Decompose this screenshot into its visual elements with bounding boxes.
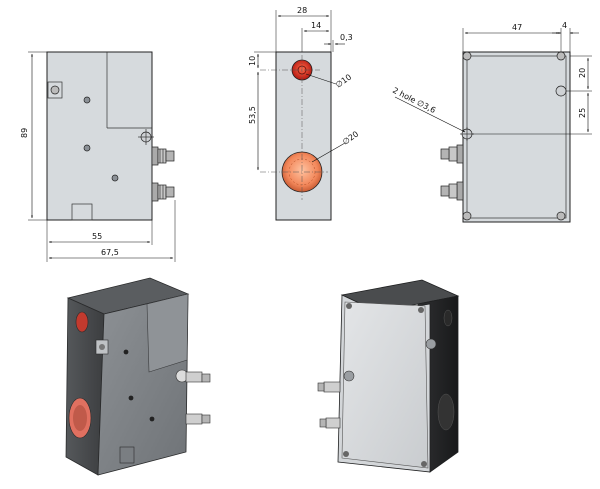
dim-20: 20: [578, 68, 587, 78]
dim-28: 28: [297, 6, 307, 15]
dim-67-5: 67,5: [101, 248, 119, 257]
hole-icon: [83, 96, 91, 104]
hole-icon: [111, 174, 119, 182]
screw-icon: [556, 211, 566, 221]
dim-14: 14: [311, 21, 321, 30]
screw-icon: [50, 85, 60, 95]
screw-icon: [556, 51, 566, 61]
screw-icon: [343, 451, 349, 457]
dim-47: 47: [512, 23, 522, 32]
dim-dia-20: ∅20: [341, 129, 360, 146]
back-view: 47 4 20 25 2 hole ∅3,6: [391, 21, 592, 223]
screw-icon: [462, 51, 472, 61]
front-screw-box: [47, 81, 63, 99]
screw-icon: [346, 303, 352, 309]
front-view: 89 55 67,5: [20, 51, 176, 262]
connector-icon: [175, 369, 211, 383]
dim-25: 25: [578, 108, 587, 118]
dim-hole-note: 2 hole ∅3,6: [391, 86, 437, 115]
screw-icon: [421, 461, 427, 467]
dim-4: 4: [562, 21, 567, 30]
screw-icon: [418, 307, 424, 313]
port-icon: [437, 393, 455, 431]
dim-89: 89: [20, 128, 29, 138]
connector-icon: [319, 417, 341, 429]
dim-53-5: 53,5: [248, 106, 257, 124]
screw-icon: [99, 344, 105, 350]
connector-icon: [440, 181, 464, 201]
hole-icon: [555, 85, 567, 97]
side-view: 28 14 0,3 10 53,5 ∅10 ∅20: [248, 6, 360, 221]
front-notch: [71, 203, 93, 221]
dim-dia-10: ∅10: [334, 72, 353, 89]
dim-55: 55: [92, 232, 102, 241]
connector-icon: [440, 144, 464, 164]
connector-icon: [151, 182, 175, 202]
back-body: [462, 51, 571, 223]
connector-icon: [317, 381, 341, 393]
hole-icon: [83, 144, 91, 152]
port-icon: [75, 311, 89, 333]
front-body: [46, 51, 153, 221]
connector-icon: [151, 146, 175, 166]
screw-icon: [462, 211, 472, 221]
dim-10: 10: [248, 56, 257, 66]
render-back: [317, 279, 460, 473]
dim-0-3: 0,3: [340, 33, 353, 42]
render-front: [65, 277, 211, 476]
connector-icon: [185, 413, 211, 425]
